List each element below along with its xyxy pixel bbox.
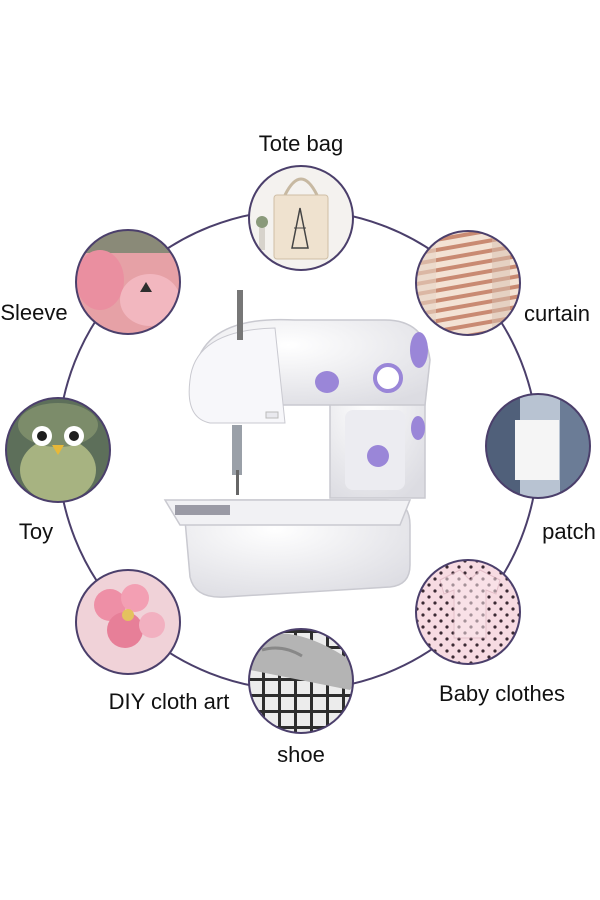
toy-thumbnail — [6, 398, 110, 502]
label-patch: patch — [542, 519, 596, 544]
tote-bag-thumbnail — [249, 166, 353, 270]
diy-cloth-art-thumbnail — [76, 570, 180, 674]
curtain-thumbnail — [416, 231, 520, 335]
sewing-machine-image — [163, 290, 431, 598]
label-tote-bag: Tote bag — [259, 131, 343, 156]
sleeve-thumbnail — [76, 230, 180, 334]
label-sleeve: Sleeve — [0, 300, 67, 325]
baby-clothes-thumbnail — [416, 560, 520, 664]
shoe-thumbnail — [249, 629, 353, 733]
label-diy-cloth-art: DIY cloth art — [109, 689, 230, 714]
label-shoe: shoe — [277, 742, 325, 767]
label-toy: Toy — [19, 519, 53, 544]
label-baby-clothes: Baby clothes — [439, 681, 565, 706]
label-curtain: curtain — [524, 301, 590, 326]
patch-thumbnail — [486, 394, 590, 498]
